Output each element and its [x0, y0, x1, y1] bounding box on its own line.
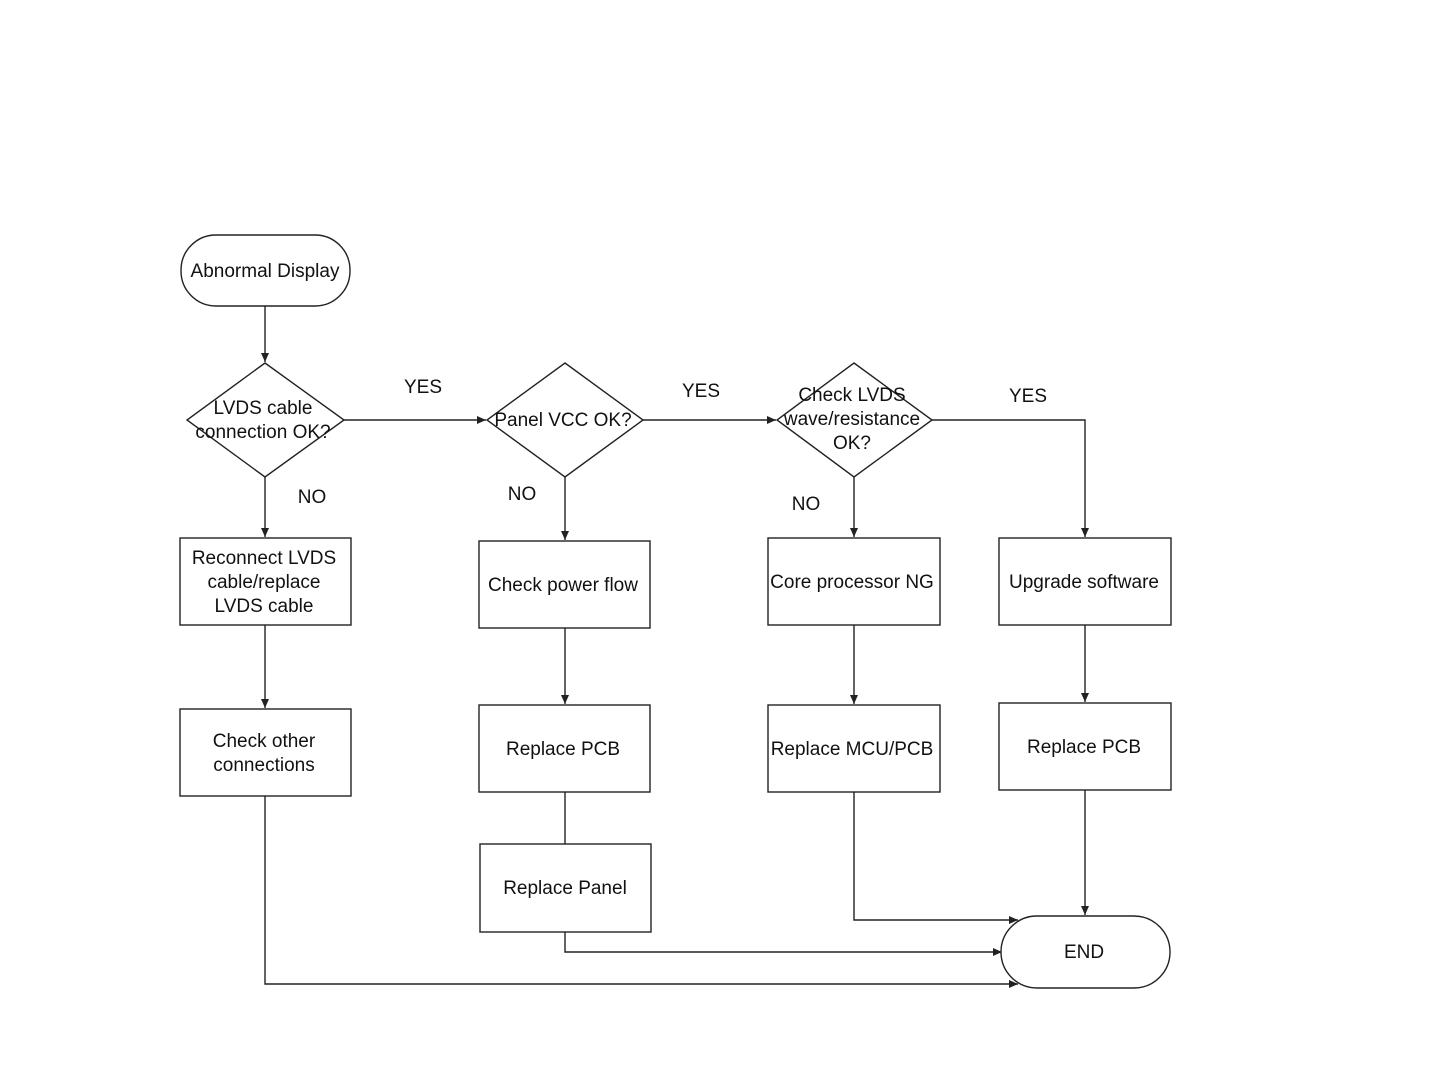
- edge-labels: YES NO YES NO YES NO: [298, 377, 1047, 515]
- upgrade-software-label: Upgrade software: [1009, 572, 1159, 593]
- upgrade-software-label-line: Upgrade software: [1009, 572, 1159, 593]
- decision-lvds-cable-label-line: connection OK?: [195, 422, 330, 443]
- label-d3-yes: YES: [1009, 386, 1047, 407]
- decision-panel-vcc-label: Panel VCC OK?: [494, 410, 631, 431]
- reconnect-lvds-label-line: LVDS cable: [215, 596, 314, 617]
- decision-lvds-cable: [187, 363, 344, 477]
- replace-mcu-label-line: Replace MCU/PCB: [771, 739, 934, 760]
- check-power-label-line: Check power flow: [488, 575, 638, 596]
- edges: [265, 306, 1085, 984]
- replace-panel-label-line: Replace Panel: [503, 878, 627, 899]
- label-d2-no: NO: [508, 484, 537, 505]
- edge-replace-mcu-to-end: [854, 792, 1018, 920]
- reconnect-lvds-label-line: Reconnect LVDS: [192, 548, 336, 569]
- edge-d3-yes-to-upgrade: [932, 420, 1085, 537]
- check-other-label-line: connections: [213, 755, 314, 776]
- replace-mcu-label: Replace MCU/PCB: [771, 739, 934, 760]
- end-label: END: [1064, 942, 1104, 963]
- label-d2-yes: YES: [682, 381, 720, 402]
- decision-panel-vcc-label-line: Panel VCC OK?: [494, 410, 631, 431]
- decision-lvds-wave-label-line: Check LVDS: [798, 385, 905, 406]
- end-label-line: END: [1064, 942, 1104, 963]
- check-other-label-line: Check other: [213, 731, 316, 752]
- start-label-line: Abnormal Display: [191, 261, 340, 282]
- decision-lvds-wave-label-line: OK?: [833, 433, 871, 454]
- start-label: Abnormal Display: [191, 261, 340, 282]
- label-d3-no: NO: [792, 494, 821, 515]
- label-d1-yes: YES: [404, 377, 442, 398]
- replace-pcb-1-label: Replace PCB: [506, 739, 620, 760]
- reconnect-lvds-label-line: cable/replace: [207, 572, 320, 593]
- replace-pcb-1-label-line: Replace PCB: [506, 739, 620, 760]
- label-d1-no: NO: [298, 487, 327, 508]
- check-power-label: Check power flow: [488, 575, 638, 596]
- decision-lvds-cable-label-line: LVDS cable: [214, 398, 313, 419]
- core-processor-ng-label-line: Core processor NG: [770, 572, 934, 593]
- decision-lvds-wave-label-line: wave/resistance: [783, 409, 920, 430]
- replace-pcb-2-label: Replace PCB: [1027, 737, 1141, 758]
- replace-panel-label: Replace Panel: [503, 878, 627, 899]
- edge-replace-panel-to-end: [565, 932, 1002, 952]
- replace-pcb-2-label-line: Replace PCB: [1027, 737, 1141, 758]
- nodes: [180, 235, 1171, 988]
- process-check-other: [180, 709, 351, 796]
- core-processor-ng-label: Core processor NG: [770, 572, 934, 593]
